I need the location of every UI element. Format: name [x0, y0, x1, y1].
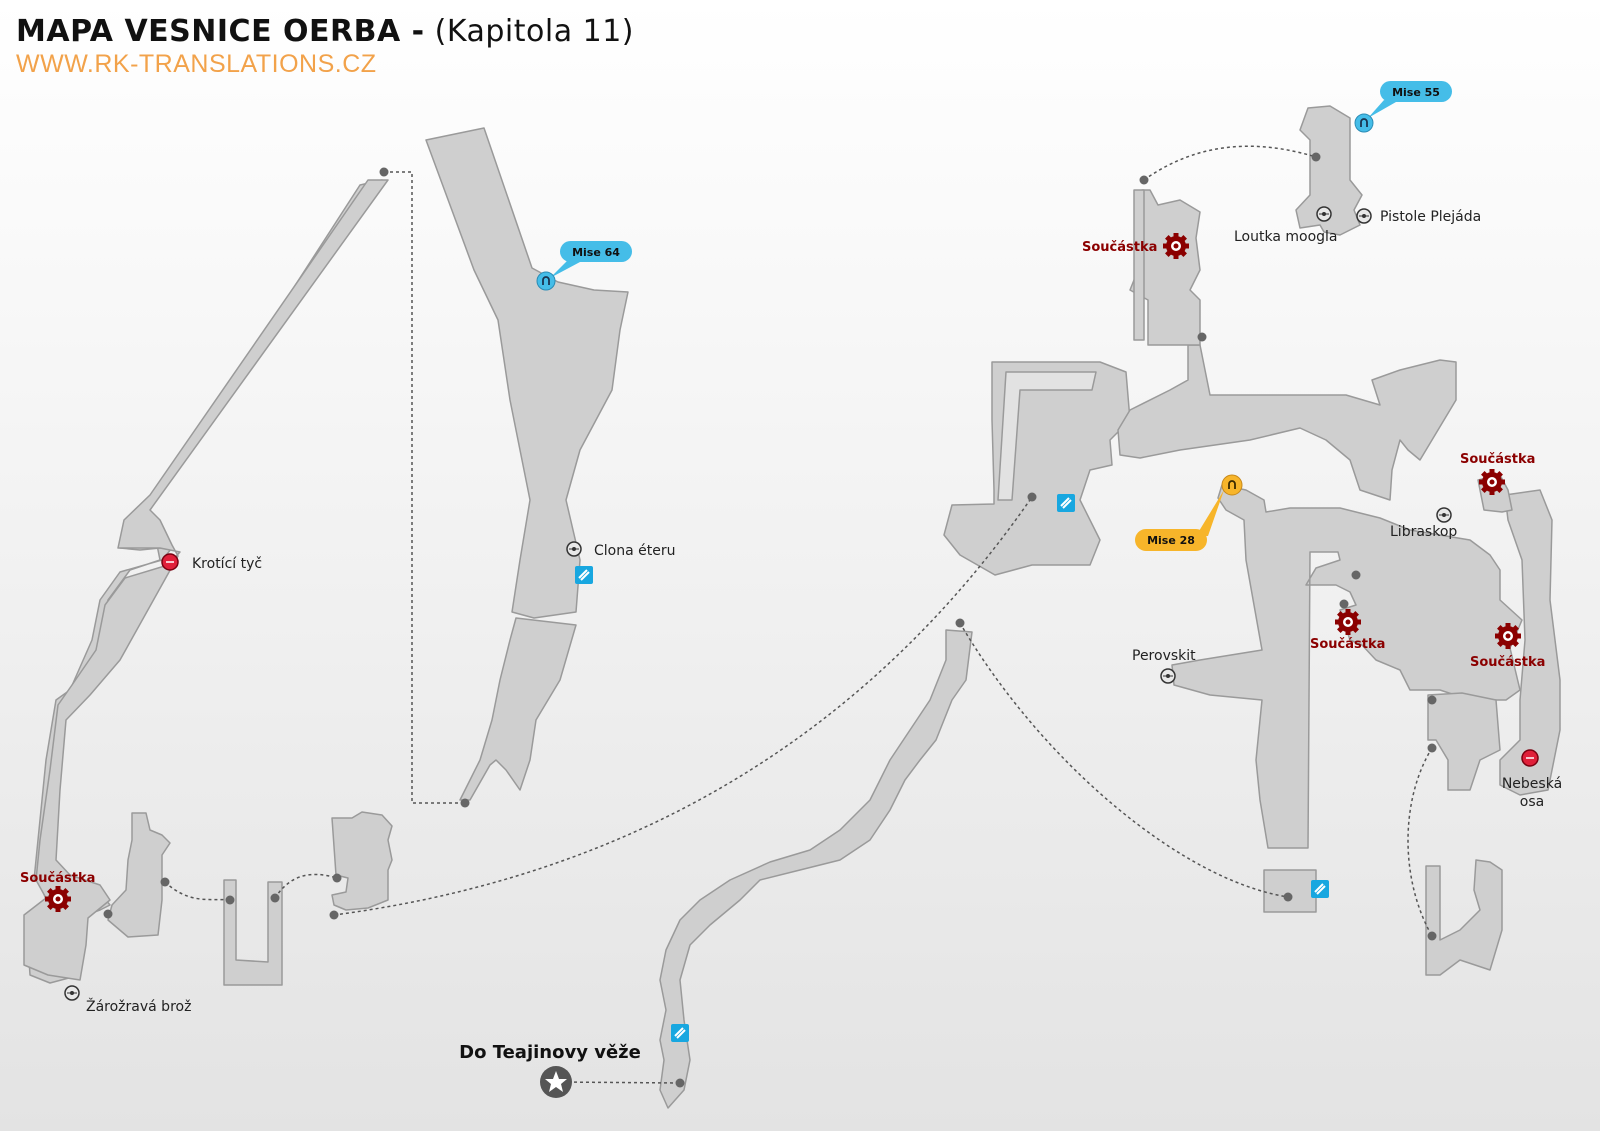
component-label: Součástka [1470, 655, 1545, 670]
mission-64-marker: Mise 64 [536, 241, 632, 291]
treasure-label: osa [1520, 794, 1544, 810]
map-title-chapter: (Kapitola 11) [434, 14, 635, 49]
save-station-icon [574, 565, 594, 585]
component-gear-icon [1495, 623, 1521, 649]
website-label: WWW.RK-TRANSLATIONS.CZ [16, 50, 377, 78]
area-east-strip [1499, 489, 1561, 796]
route-node [1027, 492, 1037, 502]
route-center [333, 496, 1033, 916]
mission-pin-icon [1354, 113, 1374, 133]
grey-chest-icon [1356, 208, 1372, 224]
route-south [959, 622, 1289, 898]
grey-chest-icon [1316, 206, 1332, 222]
area-u-corridor [223, 879, 283, 986]
treasure-label: Nebeská [1502, 776, 1562, 792]
route-lines [164, 145, 1433, 1084]
grey-chest-icon [566, 541, 582, 557]
route-north-right [1143, 145, 1317, 181]
component-gear-icon [45, 886, 71, 912]
treasure-label: Perovskit [1132, 648, 1196, 664]
component-gear-icon [1479, 469, 1505, 495]
route-node [332, 873, 342, 883]
area-sw-small [1263, 869, 1317, 913]
save-station-icon [1056, 493, 1076, 513]
mission-pin-icon [536, 271, 556, 291]
treasure-label: Clona éteru [594, 543, 675, 559]
area-north-pillar [1133, 189, 1145, 341]
red-chest-icon [161, 553, 179, 571]
route-node [460, 798, 470, 808]
mission-pin-icon [1221, 474, 1243, 496]
route-nodes [103, 152, 1437, 1088]
route-node [1427, 743, 1437, 753]
mission-55-marker: Mise 55 [1354, 81, 1452, 133]
route-node [1427, 695, 1437, 705]
component-label: Součástka [1460, 452, 1535, 467]
route-node [379, 167, 389, 177]
route-node [675, 1078, 685, 1088]
area-upper-corridor [1117, 344, 1457, 501]
route-node [1351, 570, 1361, 580]
route-node [1139, 175, 1149, 185]
treasure-label: Pistole Plejáda [1380, 209, 1481, 225]
map-title: MAPA VESNICE OERBA - (Kapitola 11) [16, 14, 634, 49]
map-title-main: MAPA VESNICE OERBA - [16, 14, 425, 49]
route-exit [555, 1081, 681, 1084]
treasure-label: Žárožravá brož [86, 997, 191, 1015]
exit-marker: Do Teajinovy věže [459, 1042, 641, 1098]
route-node [103, 909, 113, 919]
grey-chest-icon [64, 985, 80, 1001]
route-node [1311, 152, 1321, 162]
grey-chest-icon [1436, 507, 1452, 523]
area-tall-south [459, 617, 577, 801]
save-station-icon [1310, 879, 1330, 899]
treasure-label: Loutka moogla [1234, 229, 1338, 245]
component-label: Součástka [1310, 637, 1385, 652]
save-station-icon [670, 1023, 690, 1043]
components: Součástka Součástka Součástka Součástka … [20, 233, 1545, 912]
component-label: Součástka [1082, 240, 1157, 255]
mission-label: Mise 64 [572, 246, 620, 259]
treasure-label: Libraskop [1390, 524, 1457, 540]
area-tall-north [425, 127, 629, 619]
area-left-corridor [23, 179, 389, 981]
component-label: Součástka [20, 871, 95, 886]
treasure-label: Krotící tyč [192, 556, 262, 572]
red-chest-icon [1521, 749, 1539, 767]
component-gear-icon [1335, 609, 1361, 635]
area-south-river [659, 629, 973, 1109]
route-node [955, 618, 965, 628]
route-lower-1 [164, 881, 231, 901]
route-node [160, 877, 170, 887]
area-left-path [25, 179, 383, 984]
grey-chest-icon [1160, 668, 1176, 684]
area-far-north [1295, 105, 1363, 236]
area-lower-left-block [107, 812, 171, 938]
route-node [1339, 599, 1349, 609]
mission-28-marker: Mise 28 [1135, 474, 1243, 551]
route-node [270, 893, 280, 903]
area-rect-building [331, 811, 393, 911]
component-gear-icon [1163, 233, 1189, 259]
exit-label: Do Teajinovy věže [459, 1042, 641, 1063]
route-lower-2 [274, 873, 338, 899]
route-east [1407, 747, 1433, 937]
area-center-corridor [997, 371, 1097, 501]
route-node [1427, 931, 1437, 941]
route-node [1197, 332, 1207, 342]
route-node [225, 895, 235, 905]
route-north-left [384, 171, 465, 804]
route-node [1283, 892, 1293, 902]
area-east-lower [1427, 692, 1501, 791]
walkable-areas [23, 105, 1561, 1109]
mission-label: Mise 28 [1147, 534, 1195, 547]
route-node [329, 910, 339, 920]
area-center-right-block [943, 361, 1131, 576]
mission-label: Mise 55 [1392, 86, 1440, 99]
area-far-east-lower [1425, 859, 1503, 976]
treasures: Krotící tyč Clona éteru Žárožravá brož L… [64, 206, 1562, 1015]
